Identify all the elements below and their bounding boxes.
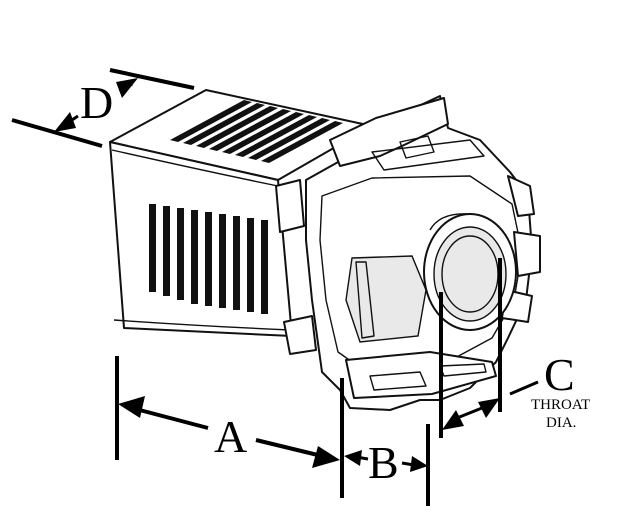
dimension-c-note-line2: DIA. bbox=[546, 415, 576, 431]
dimension-c-note-line1: THROAT bbox=[531, 397, 590, 413]
connector-body bbox=[109, 89, 373, 355]
dimension-d-label: D bbox=[80, 77, 113, 128]
side-vent-slots bbox=[149, 204, 268, 314]
dimension-d: D bbox=[11, 68, 195, 148]
connector-flange bbox=[305, 95, 541, 411]
dimension-b: B bbox=[344, 424, 430, 506]
dimension-c-label: C bbox=[544, 349, 575, 400]
dimension-a: A bbox=[115, 356, 344, 498]
dimension-b-label: B bbox=[368, 437, 399, 488]
dimension-c: C THROAT DIA. bbox=[439, 258, 590, 438]
top-vent-slots bbox=[170, 100, 343, 163]
dimension-a-label: A bbox=[214, 411, 247, 462]
